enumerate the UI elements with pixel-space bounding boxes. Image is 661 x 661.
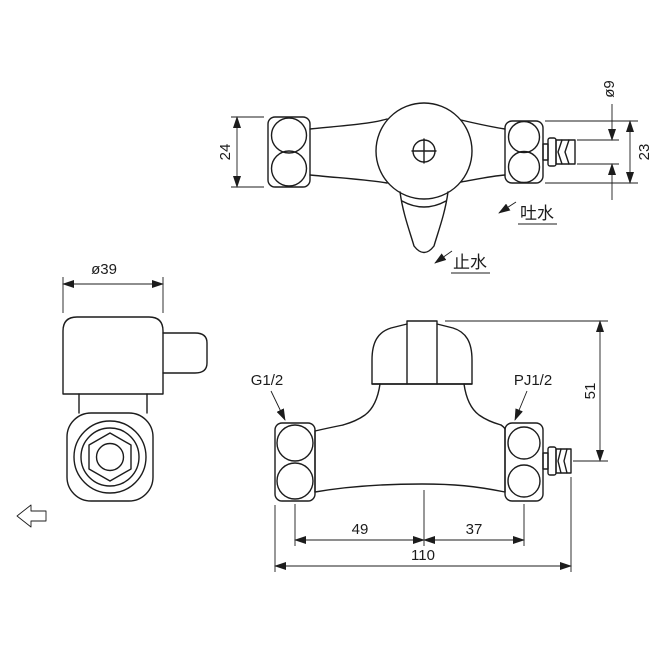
- spout-label: 吐水: [520, 204, 554, 223]
- dim-24: 24: [217, 116, 264, 188]
- inlet-union-top: [267, 116, 311, 188]
- top-view-dimensions: 24 ø9 23 吐水: [217, 80, 653, 274]
- thread-inlet-group: G1/2: [251, 372, 286, 421]
- dim-dia39: ø39: [62, 261, 164, 313]
- inlet-union-front: [274, 422, 316, 502]
- spout-label-group: 吐水: [498, 201, 557, 225]
- handle-dial: [375, 102, 473, 200]
- stop-label: 止水: [453, 253, 487, 272]
- hose-barb-front: [542, 446, 572, 476]
- dim-110-label: 110: [411, 547, 435, 564]
- dim-110: 110: [274, 477, 572, 572]
- outlet-union-front: [504, 422, 544, 502]
- flow-direction-arrow-icon: [16, 504, 47, 528]
- center-screw-icon: [411, 138, 437, 164]
- dim-51: 51: [445, 320, 608, 462]
- side-view-dimensions: ø39: [62, 261, 164, 313]
- lever-handle: [399, 191, 449, 254]
- lever-side: [162, 332, 208, 374]
- top-view-body: [267, 102, 576, 254]
- hose-barb-top: [542, 137, 576, 167]
- side-view: ø39: [16, 261, 208, 528]
- dim-49-37: 49 37: [294, 490, 525, 546]
- union-nut-face: [66, 412, 154, 502]
- dim-51-label: 51: [582, 383, 599, 400]
- thread-outlet-label: PJ1/2: [514, 372, 552, 389]
- dim-dia9: ø9: [577, 80, 619, 200]
- top-view: 24 ø9 23 吐水: [217, 80, 653, 274]
- front-view: G1/2 PJ1/2 51 49 37: [251, 320, 608, 572]
- dim-49-label: 49: [352, 521, 369, 538]
- thread-inlet-label: G1/2: [251, 372, 284, 389]
- dim-23-label: 23: [636, 144, 653, 161]
- dim-dia39-label: ø39: [91, 261, 117, 278]
- front-view-body: [274, 320, 572, 502]
- stop-label-group: 止水: [434, 250, 490, 274]
- dim-37-label: 37: [466, 521, 483, 538]
- dim-dia9-label: ø9: [601, 80, 618, 98]
- dim-23: 23: [545, 120, 653, 184]
- thread-outlet-group: PJ1/2: [514, 372, 552, 421]
- handle-cap-side: [62, 316, 164, 395]
- handle-front: [371, 320, 473, 385]
- side-view-body: [16, 316, 208, 528]
- front-view-dimensions: G1/2 PJ1/2 51 49 37: [251, 320, 608, 572]
- dim-24-label: 24: [217, 144, 234, 161]
